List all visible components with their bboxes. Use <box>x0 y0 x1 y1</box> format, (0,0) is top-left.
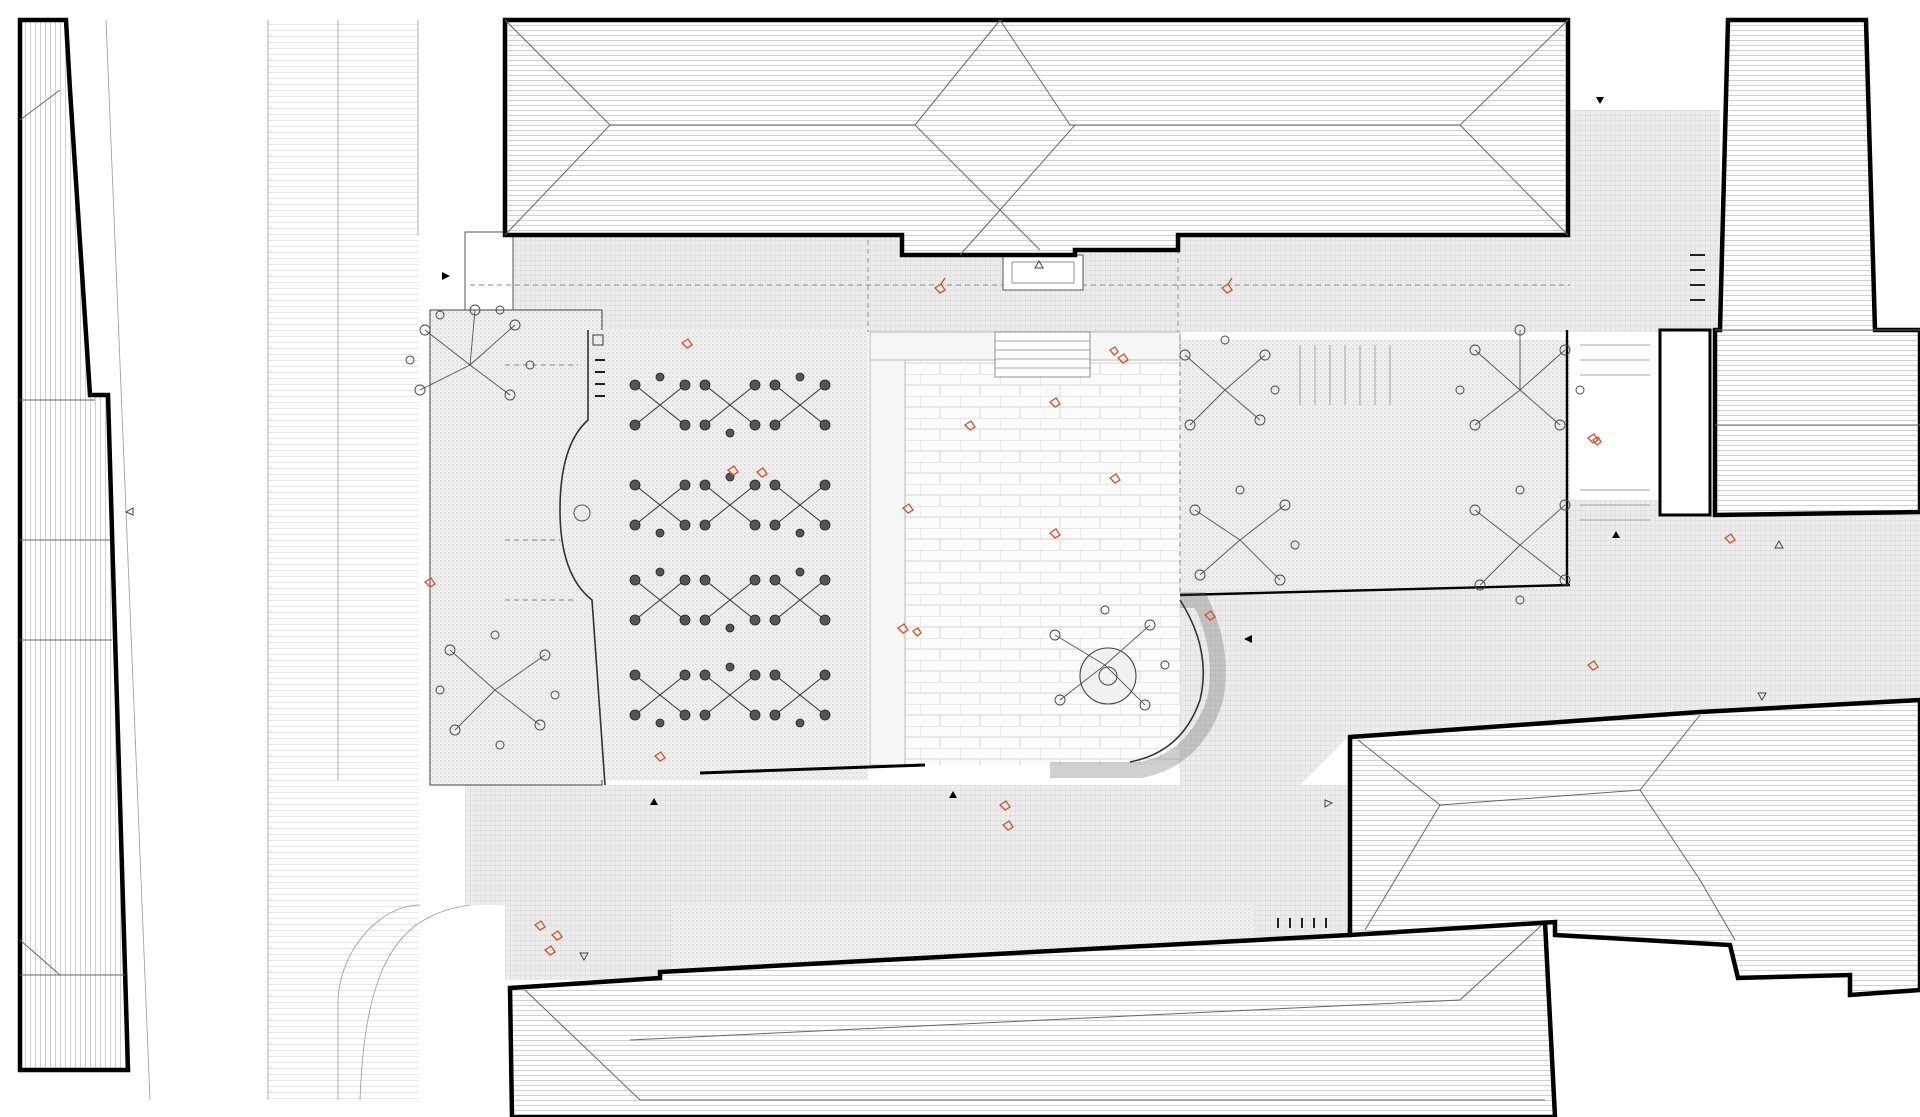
tree <box>1469 485 1571 605</box>
person <box>1220 277 1233 294</box>
curved-bench <box>1050 592 1226 778</box>
fountain <box>1079 647 1137 705</box>
person <box>726 465 739 476</box>
north-passage <box>1570 110 1720 332</box>
level-marker-icon <box>1034 259 1044 269</box>
entrance-arrow-icon <box>442 272 450 280</box>
plaza-border-west <box>869 344 906 766</box>
person <box>1048 397 1061 408</box>
person <box>933 277 946 294</box>
west-garden-strip <box>429 309 603 786</box>
entrance-arrow-icon <box>949 791 957 798</box>
level-marker-icon <box>579 952 589 962</box>
central-plaza <box>905 345 1180 765</box>
site-edges <box>470 240 1712 786</box>
markers <box>124 97 1784 962</box>
level-marker-icon <box>124 507 134 516</box>
trees <box>405 304 1585 750</box>
person <box>755 467 768 478</box>
person <box>896 623 909 634</box>
bollard-icon <box>595 254 1705 928</box>
west-steps <box>464 231 514 313</box>
level-marker-icon <box>1757 692 1767 702</box>
buildings <box>17 17 1920 1117</box>
south-east-building <box>1347 697 1920 998</box>
people <box>423 277 1736 956</box>
person <box>1108 473 1121 484</box>
street-left <box>105 19 471 1101</box>
person <box>653 751 666 762</box>
tree <box>1189 485 1300 586</box>
south-street <box>465 785 1355 905</box>
person <box>1203 610 1216 621</box>
entrance-arrow-icon <box>1596 97 1604 104</box>
entrance-arrow-icon <box>650 798 658 805</box>
entrance-arrow-icon <box>1612 531 1620 538</box>
tree <box>1049 605 1170 711</box>
person <box>423 577 436 588</box>
person <box>543 945 556 956</box>
east-street <box>1180 540 1920 785</box>
level-marker-icon <box>1324 799 1334 808</box>
orchard <box>629 372 831 728</box>
person <box>998 800 1011 811</box>
orchard-bed <box>598 330 868 780</box>
person <box>901 503 914 514</box>
person <box>1592 436 1602 446</box>
level-marker-icon <box>1774 539 1784 549</box>
person <box>1109 346 1119 356</box>
north-stair <box>994 331 1091 378</box>
east-pavilion <box>1658 328 1712 517</box>
person <box>1001 820 1014 831</box>
person <box>533 920 546 931</box>
person <box>1116 353 1129 364</box>
tree <box>1455 324 1585 431</box>
north-building <box>502 17 1571 258</box>
person <box>1048 528 1061 539</box>
tree <box>435 630 560 750</box>
person <box>1723 533 1736 544</box>
person <box>1586 660 1599 671</box>
person <box>912 627 922 637</box>
west-building <box>17 17 131 1073</box>
east-steps <box>1299 344 1650 521</box>
tree <box>1179 335 1280 431</box>
person <box>550 930 563 941</box>
entrance-arrow-icon <box>1244 635 1252 643</box>
tree <box>405 304 535 401</box>
person <box>963 420 976 431</box>
person <box>1586 433 1599 444</box>
person <box>680 338 693 349</box>
